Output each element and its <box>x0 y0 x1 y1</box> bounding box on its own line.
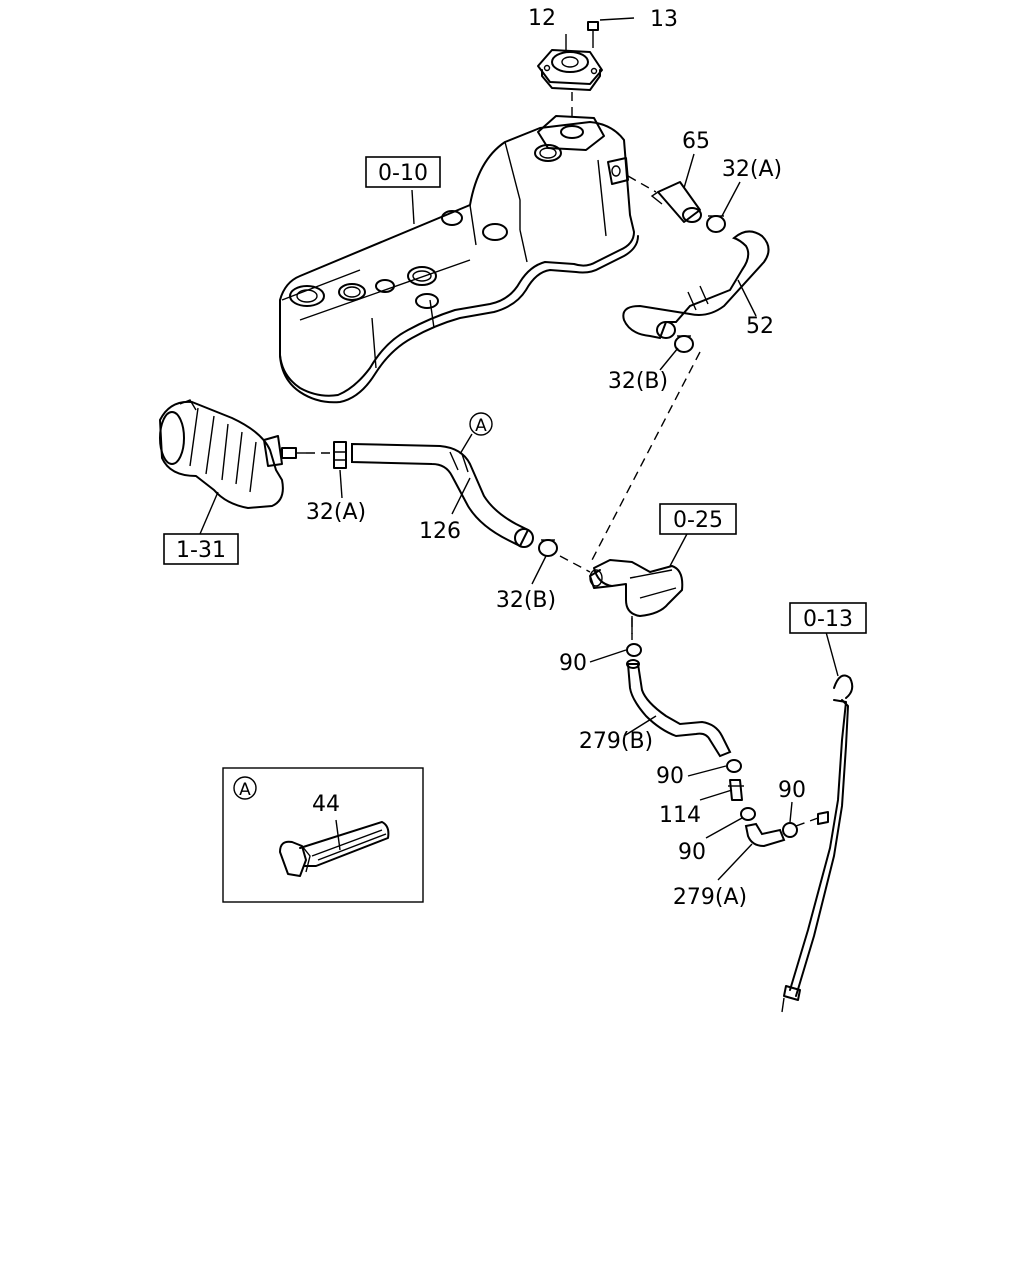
cap-bolt <box>587 21 599 48</box>
reference-label-0-10: 0-10 <box>378 161 428 186</box>
inset-marker-a: A <box>233 776 257 800</box>
callout-44: 44 <box>312 792 340 817</box>
joint-114 <box>728 779 744 801</box>
callout-279b: 279(B) <box>579 729 653 754</box>
cylinder-head-cover <box>279 115 639 404</box>
oil-filler-cap <box>537 49 603 91</box>
callout-32b-top: 32(B) <box>608 369 668 394</box>
callout-32a-top: 32(A) <box>722 157 782 182</box>
inset-detail-a <box>222 767 424 903</box>
callout-65: 65 <box>682 129 710 154</box>
callout-13: 13 <box>650 7 678 32</box>
clip-90-b <box>726 759 742 773</box>
oil-separator <box>589 559 684 634</box>
pcv-valve <box>650 181 702 223</box>
reference-box-1-31: 1-31 <box>163 533 239 565</box>
reference-box-0-13: 0-13 <box>789 602 867 634</box>
reference-label-0-13: 0-13 <box>803 607 853 632</box>
air-intake-duct <box>159 399 306 509</box>
callout-114: 114 <box>659 803 701 828</box>
reference-box-0-25: 0-25 <box>659 503 737 535</box>
dipstick-tube <box>781 674 854 1013</box>
callout-12: 12 <box>528 6 556 31</box>
callout-90-c: 90 <box>678 840 706 865</box>
reference-label-0-25: 0-25 <box>673 508 723 533</box>
hose-279a <box>744 822 786 848</box>
clip-90-d <box>782 822 798 838</box>
hose-126 <box>351 442 534 548</box>
clip-32a-left <box>333 441 347 469</box>
marker-a: A <box>469 412 493 436</box>
callout-32b-mid: 32(B) <box>496 588 556 613</box>
inset-marker-a-label: A <box>239 780 251 800</box>
callout-32a-left: 32(A) <box>306 500 366 525</box>
clip-90-a <box>626 643 642 657</box>
reference-box-0-10: 0-10 <box>365 156 441 188</box>
callout-90-b: 90 <box>656 764 684 789</box>
leader-lines <box>199 17 839 881</box>
hose-52 <box>622 230 770 340</box>
callout-279a: 279(A) <box>673 885 747 910</box>
reference-label-1-31: 1-31 <box>176 538 226 563</box>
clip-32b-upper <box>674 335 694 353</box>
clip-90-c <box>740 807 756 821</box>
clip-32a-upper <box>706 215 726 233</box>
callout-90-d: 90 <box>778 778 806 803</box>
clip-32b-mid <box>538 539 558 557</box>
hose-279b <box>626 659 732 758</box>
callout-90-a: 90 <box>559 651 587 676</box>
marker-a-label: A <box>475 416 487 436</box>
callout-126: 126 <box>419 519 461 544</box>
callout-52: 52 <box>746 314 774 339</box>
